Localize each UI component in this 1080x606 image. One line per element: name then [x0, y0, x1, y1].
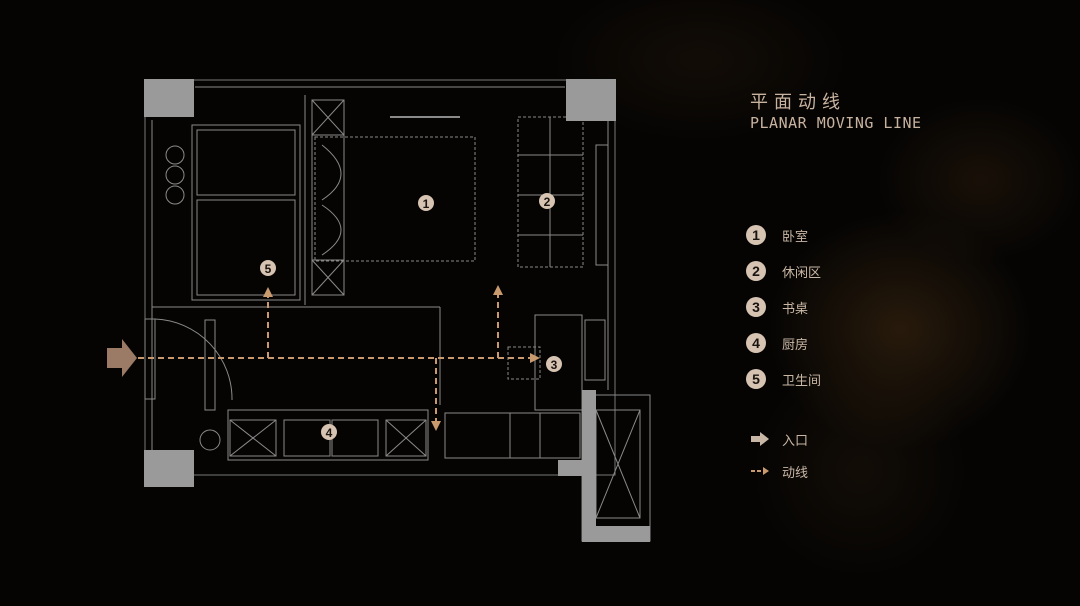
floor-plan: 1 2 3 4 5	[107, 79, 651, 542]
legend-item-bathroom: 5 卫生间	[746, 361, 821, 397]
legend-number-badge: 4	[746, 333, 766, 353]
plan-marker-2: 2	[539, 193, 555, 209]
plan-marker-5: 5	[260, 260, 276, 276]
title-chinese: 平面动线	[750, 92, 846, 113]
legend-item-desk: 3 书桌	[746, 289, 821, 325]
plan-marker-3: 3	[546, 356, 562, 372]
dashed-arrow-icon	[751, 467, 769, 475]
entrance-arrow-icon	[107, 339, 137, 377]
legend-number-badge: 2	[746, 261, 766, 281]
svg-text:3: 3	[551, 358, 558, 372]
svg-text:2: 2	[544, 195, 551, 209]
legend-item-bedroom: 1 卧室	[746, 217, 821, 253]
symbol-key: 入口 动线	[750, 423, 808, 487]
route-lines	[138, 293, 532, 423]
legend-number-badge: 5	[746, 369, 766, 389]
key-label-entrance: 入口	[782, 433, 809, 449]
legend-label: 卫生间	[782, 373, 822, 389]
key-item-entrance: 入口	[750, 423, 808, 455]
route-arrowheads	[263, 285, 540, 431]
plan-walls	[144, 79, 651, 542]
legend-label: 卧室	[782, 229, 809, 245]
entrance-arrow-icon	[751, 432, 769, 446]
key-item-route: 动线	[750, 455, 808, 487]
legend-item-kitchen: 4 厨房	[746, 325, 821, 361]
legend-number-badge: 1	[746, 225, 766, 245]
legend-item-leisure: 2 休闲区	[746, 253, 821, 289]
title-english: PLANAR MOVING LINE	[750, 114, 922, 132]
plan-columns	[144, 79, 650, 542]
svg-text:5: 5	[265, 262, 272, 276]
plan-marker-1: 1	[418, 195, 434, 211]
legend-label: 厨房	[782, 337, 809, 353]
plan-marker-4: 4	[321, 424, 337, 440]
legend-number-badge: 3	[746, 297, 766, 317]
key-label-route: 动线	[782, 465, 809, 481]
svg-text:1: 1	[423, 197, 430, 211]
svg-text:4: 4	[326, 426, 333, 440]
room-legend: 1 卧室 2 休闲区 3 书桌 4 厨房 5 卫生间	[746, 217, 821, 397]
legend-label: 书桌	[782, 301, 809, 317]
legend-label: 休闲区	[782, 265, 822, 281]
